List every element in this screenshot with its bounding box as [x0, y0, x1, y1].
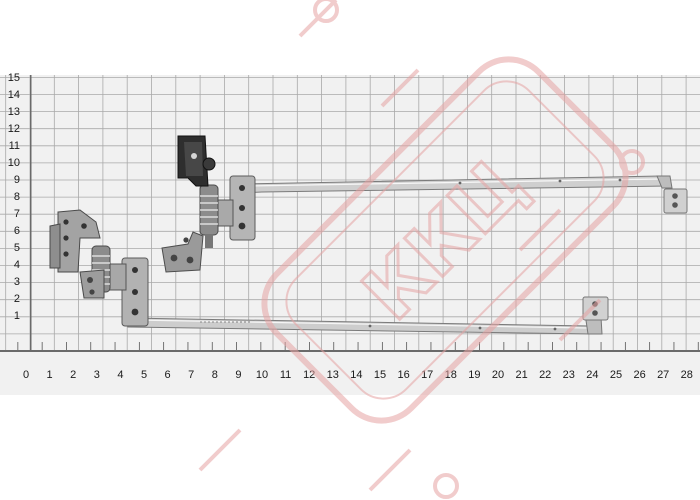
- ruler-x-label: 16: [397, 369, 409, 381]
- ruler-y-label: 2: [14, 293, 20, 305]
- ruler-vertical-line: [30, 75, 32, 352]
- grid-lines: [0, 75, 700, 352]
- laptop-hinge-set: [49, 135, 688, 335]
- ruler-y-label: 11: [9, 140, 20, 152]
- ruler-x-label: 24: [586, 369, 598, 381]
- ruler-x-label: 8: [212, 369, 218, 381]
- ruler-x-label: 27: [657, 369, 669, 381]
- ruler-y-label: 5: [14, 242, 20, 254]
- ruler-x-label: 6: [165, 369, 171, 381]
- ruler-x-label: 11: [280, 369, 291, 381]
- ruler-y-label: 1: [14, 310, 20, 322]
- ruler-x-label: 23: [563, 369, 575, 381]
- ruler-y-labels: 15 14 13 12 11 10 9 8 7 6 5 4 3 2 1: [8, 72, 20, 322]
- ruler-x-label: 14: [350, 369, 362, 381]
- hinge-left-body: [49, 209, 149, 327]
- hinge-right-body: [161, 135, 256, 273]
- ruler-x-label: 5: [141, 369, 147, 381]
- ruler-x-label: 10: [256, 369, 268, 381]
- ruler-y-label: 4: [14, 259, 20, 271]
- ruler-x-label: 7: [188, 369, 194, 381]
- ruler-x-label: 17: [421, 369, 433, 381]
- ruler-x-label: 13: [327, 369, 339, 381]
- grid-paper: [0, 75, 700, 395]
- ruler-x-label: 2: [70, 369, 76, 381]
- ruler-x-label: 25: [610, 369, 622, 381]
- ruler-x-label: 28: [681, 369, 693, 381]
- ruler-y-label: 13: [8, 106, 20, 118]
- ruler-x-label: 9: [235, 369, 241, 381]
- ruler-x-label: 1: [47, 369, 53, 381]
- ruler-y-label: 9: [14, 174, 20, 186]
- ruler-y-label: 8: [14, 191, 20, 203]
- paper-background: [0, 75, 700, 395]
- ruler-baseline: [0, 350, 700, 352]
- ruler-x-label: 19: [468, 369, 480, 381]
- ruler-y-label: 15: [8, 72, 20, 84]
- ruler-x-label: 4: [117, 369, 123, 381]
- ruler-y-label: 14: [8, 89, 20, 101]
- ruler-x-label: 22: [539, 369, 551, 381]
- ruler-x-label: 3: [94, 369, 100, 381]
- ruler-x-label: 15: [374, 369, 386, 381]
- ruler-y-label: 3: [14, 276, 20, 288]
- ruler-x-label: 26: [633, 369, 645, 381]
- ruler-x-label: 21: [515, 369, 527, 381]
- hinge-left-bracket: [127, 296, 609, 335]
- ruler-x-label: 20: [492, 369, 504, 381]
- ruler-y-label: 10: [8, 157, 20, 169]
- ruler-x-label: 0: [23, 369, 29, 381]
- ruler-y-label: 6: [14, 225, 20, 237]
- ruler-y-label: 7: [14, 208, 20, 220]
- ruler-y-label: 12: [8, 123, 20, 135]
